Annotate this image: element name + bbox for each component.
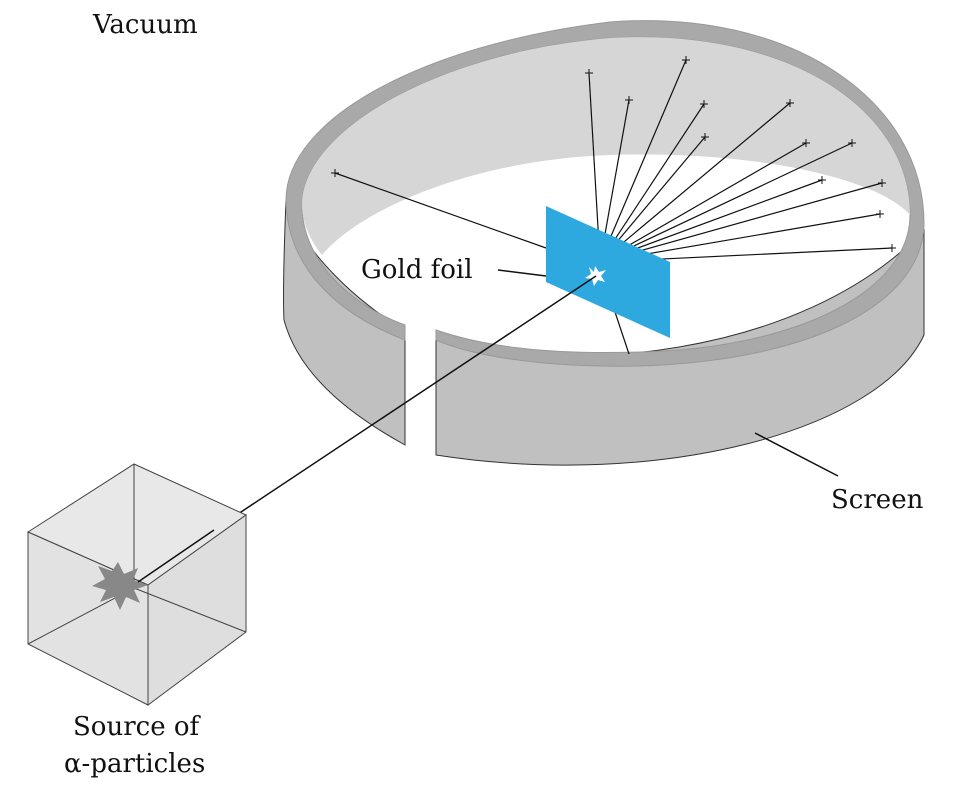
cross-marker-icon <box>700 100 708 108</box>
gold-foil-sheet <box>546 206 670 338</box>
cross-marker-icon <box>818 176 826 184</box>
cross-marker-icon <box>878 179 886 187</box>
cross-marker-icon <box>331 169 339 177</box>
scatter-track <box>599 59 687 263</box>
cross-marker-icon <box>701 133 709 141</box>
source-collimator <box>137 529 215 583</box>
cross-marker-icon <box>682 56 690 64</box>
scatter-track <box>599 103 705 263</box>
scatter-track-backward <box>334 172 547 249</box>
scatter-track <box>599 102 791 263</box>
source-label-line2: α-particles <box>64 749 205 779</box>
cross-marker-icon <box>876 210 884 218</box>
cross-marker-icon <box>888 244 896 252</box>
cross-marker-icon <box>848 139 856 147</box>
screen-leader <box>754 432 839 477</box>
gold-foil-leader <box>497 269 547 277</box>
scatter-track <box>599 182 883 263</box>
vacuum-label: Vacuum <box>92 10 198 40</box>
source-box-edge <box>133 587 247 633</box>
cross-marker-icon <box>585 69 593 77</box>
alpha-source-box <box>26 463 247 706</box>
burst-icon <box>92 562 148 610</box>
scatter-track <box>599 142 853 263</box>
screen-label: Screen <box>831 485 924 515</box>
incident-beam <box>237 275 597 515</box>
screen-cylinder <box>283 20 925 466</box>
gold-foil-label: Gold foil <box>361 255 473 285</box>
source-label-line1: Source of <box>73 712 202 742</box>
cross-marker-icon <box>625 96 633 104</box>
scatter-track <box>599 142 807 263</box>
cross-marker-icon <box>786 99 794 107</box>
screen-inner-wall <box>302 37 910 255</box>
cross-marker-icon <box>802 139 810 147</box>
